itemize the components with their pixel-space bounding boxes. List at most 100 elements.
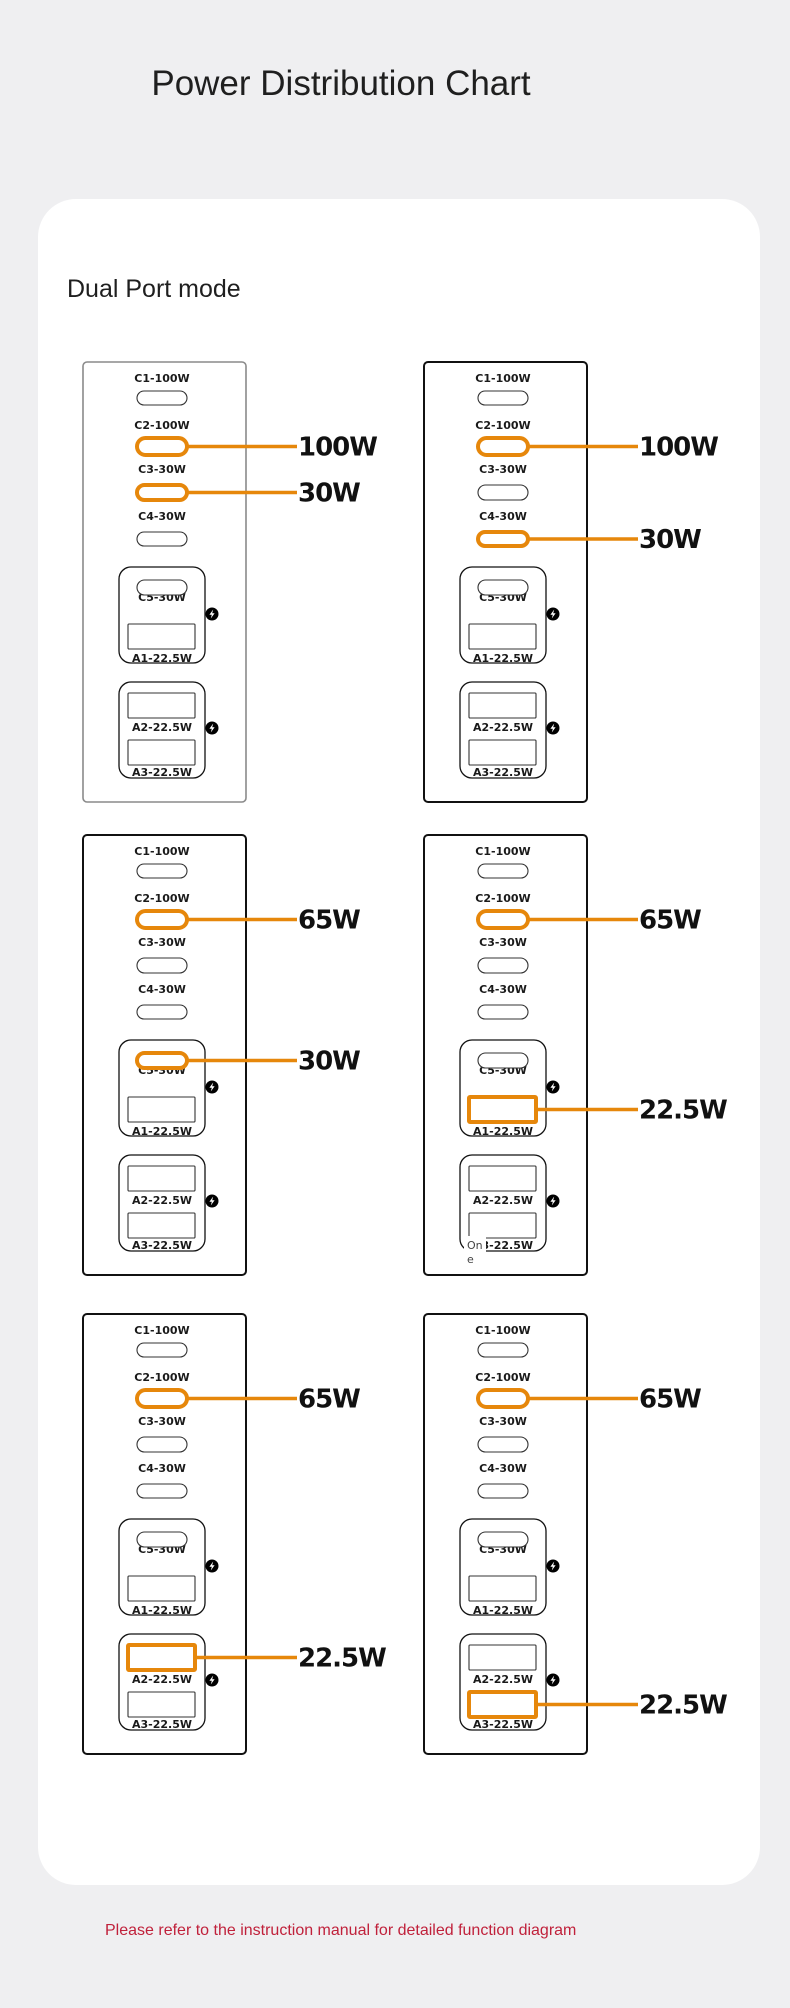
charger-diagram-svg: C1-100WC2-100WC3-30WC4-30WC5-30WA1-22.5W…	[82, 834, 361, 1276]
c1-port	[477, 863, 529, 879]
a1-port	[127, 1575, 196, 1602]
a3-port-label: A3-22.5W	[473, 766, 533, 779]
page-title: Power Distribution Chart	[151, 64, 531, 103]
lightning-bolt-icon	[546, 607, 560, 621]
a1-port-label: A1-22.5W	[132, 1604, 192, 1617]
c5-port	[477, 1052, 529, 1069]
charger-diagram-svg: C1-100WC2-100WC3-30WC4-30WC5-30WA1-22.5W…	[82, 1313, 387, 1755]
a2-port-active	[126, 1643, 197, 1672]
footer-note: Please refer to the instruction manual f…	[105, 1922, 577, 1939]
charger-diagram-svg: C1-100WC2-100WC3-30WC4-30WC5-30WA1-22.5W…	[82, 361, 378, 803]
c3-port	[136, 1436, 188, 1453]
c2-port-label: C2-100W	[134, 419, 189, 432]
a3-port-label: A3-22.5W	[132, 1239, 192, 1252]
a2-port	[127, 1165, 196, 1192]
c4-port	[477, 1483, 529, 1499]
a2-port-label: A2-22.5W	[132, 721, 192, 734]
c4-port-label: C4-30W	[479, 510, 527, 523]
a2-port-label: A2-22.5W	[473, 721, 533, 734]
c2-port-active	[476, 436, 530, 457]
a2-port	[468, 692, 537, 719]
c1-port-label: C1-100W	[134, 1324, 189, 1337]
a3-output-watts: 22.5W	[639, 1691, 727, 1721]
charger-diagram-svg: C1-100WC2-100WC3-30WC4-30WC5-30WA1-22.5W…	[423, 1313, 728, 1755]
a2-port	[468, 1165, 537, 1192]
c1-port	[477, 390, 529, 406]
lightning-bolt-icon	[546, 1080, 560, 1094]
section-title: Dual Port mode	[67, 275, 241, 303]
c3-port	[477, 484, 529, 501]
a1-output-watts: 22.5W	[639, 1096, 727, 1126]
c3-port-label: C3-30W	[138, 1415, 186, 1428]
c3-port	[477, 1436, 529, 1453]
c5-output-watts: 30W	[298, 1047, 360, 1077]
c1-port-label: C1-100W	[475, 1324, 530, 1337]
lightning-bolt-icon	[205, 721, 219, 735]
a1-port	[468, 1575, 537, 1602]
a3-port	[468, 739, 537, 766]
c2-output-watts: 65W	[639, 1385, 701, 1415]
c3-port-label: C3-30W	[479, 1415, 527, 1428]
c2-output-watts: 65W	[298, 906, 360, 936]
c2-port-active	[135, 909, 189, 930]
lightning-bolt-icon	[205, 1559, 219, 1573]
overlay-note-line-2: e	[467, 1253, 474, 1266]
a3-port-active	[467, 1690, 538, 1719]
c5-port	[477, 1531, 529, 1548]
c4-port-label: C4-30W	[138, 1462, 186, 1475]
a2-port	[468, 1644, 537, 1671]
a3-port	[468, 1212, 537, 1239]
c1-port-label: C1-100W	[475, 372, 530, 385]
c4-port-label: C4-30W	[138, 983, 186, 996]
a3-port-label: A3-22.5W	[132, 766, 192, 779]
a3-port-label: A3-22.5W	[473, 1718, 533, 1731]
c1-port	[136, 390, 188, 406]
a2-port-label: A2-22.5W	[473, 1194, 533, 1207]
charger-diagram-svg: C1-100WC2-100WC3-30WC4-30WC5-30WA1-22.5W…	[423, 361, 719, 803]
c4-port	[136, 531, 188, 547]
lightning-bolt-icon	[546, 721, 560, 735]
c2-port-label: C2-100W	[134, 1371, 189, 1384]
c2-port-active	[476, 909, 530, 930]
c2-port-label: C2-100W	[475, 419, 530, 432]
note-backdrop	[464, 1236, 486, 1262]
c4-port-active	[476, 530, 530, 548]
a2-port-label: A2-22.5W	[132, 1673, 192, 1686]
c3-port-label: C3-30W	[138, 463, 186, 476]
c3-port-label: C3-30W	[479, 463, 527, 476]
lightning-bolt-icon	[546, 1673, 560, 1687]
a1-port-active	[467, 1095, 538, 1124]
c3-port	[477, 957, 529, 974]
c2-output-watts: 65W	[298, 1385, 360, 1415]
c3-port-active	[135, 483, 189, 502]
c5-port	[136, 579, 188, 596]
c5-port	[136, 1531, 188, 1548]
c2-port-active	[135, 1388, 189, 1409]
c2-output-watts: 65W	[639, 906, 701, 936]
a2-port	[127, 692, 196, 719]
c3-port-label: C3-30W	[479, 936, 527, 949]
a2-port-label: A2-22.5W	[473, 1673, 533, 1686]
c4-output-watts: 30W	[639, 525, 701, 555]
a2-output-watts: 22.5W	[298, 1644, 386, 1674]
c4-port-label: C4-30W	[138, 510, 186, 523]
overlay-note-line-1: On	[467, 1239, 483, 1252]
c3-port-label: C3-30W	[138, 936, 186, 949]
c2-port-active	[476, 1388, 530, 1409]
a3-port	[127, 1691, 196, 1718]
lightning-bolt-icon	[546, 1194, 560, 1208]
a1-port	[127, 1096, 196, 1123]
lightning-bolt-icon	[205, 1194, 219, 1208]
a1-port-label: A1-22.5W	[473, 652, 533, 665]
c1-port	[477, 1342, 529, 1358]
c2-output-watts: 100W	[639, 433, 718, 463]
c4-port	[136, 1483, 188, 1499]
c1-port-label: C1-100W	[134, 845, 189, 858]
c5-port	[477, 579, 529, 596]
lightning-bolt-icon	[205, 1080, 219, 1094]
a2-port-label: A2-22.5W	[132, 1194, 192, 1207]
